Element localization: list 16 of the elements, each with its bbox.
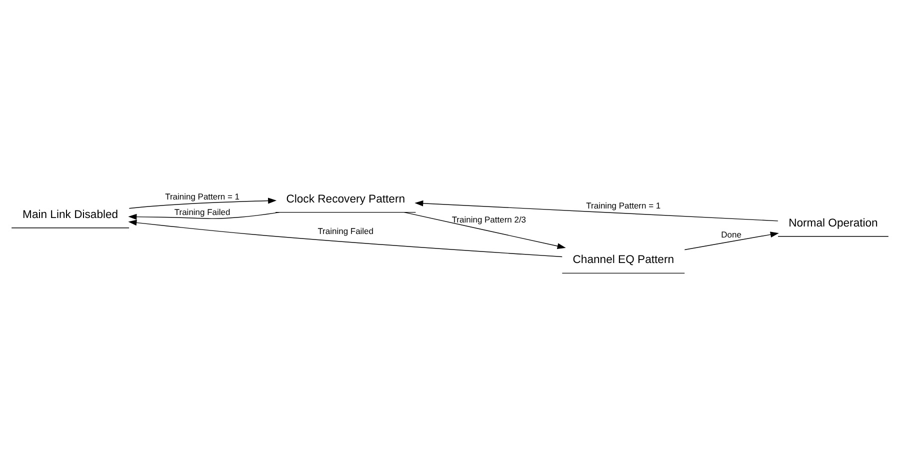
edge-label: Training Pattern = 1 [586,200,661,210]
arrow [128,197,277,208]
node-text: Normal Operation [788,216,878,229]
edge-label: Training Failed [318,225,374,236]
arrow [404,211,566,248]
arrow [128,219,562,257]
edge-label: Done [721,229,742,239]
node-text: Main Link Disabled [22,208,118,220]
edge-label: Training Failed [174,206,230,216]
node-text: Channel EQ Pattern [572,254,674,266]
arrow [128,211,280,220]
arrow [684,231,779,250]
edge-label: Training Pattern 2/3 [452,214,526,224]
arrow [414,200,778,221]
node-text: Clock Recovery Pattern [286,192,406,205]
edge-label: Training Pattern = 1 [165,190,240,201]
